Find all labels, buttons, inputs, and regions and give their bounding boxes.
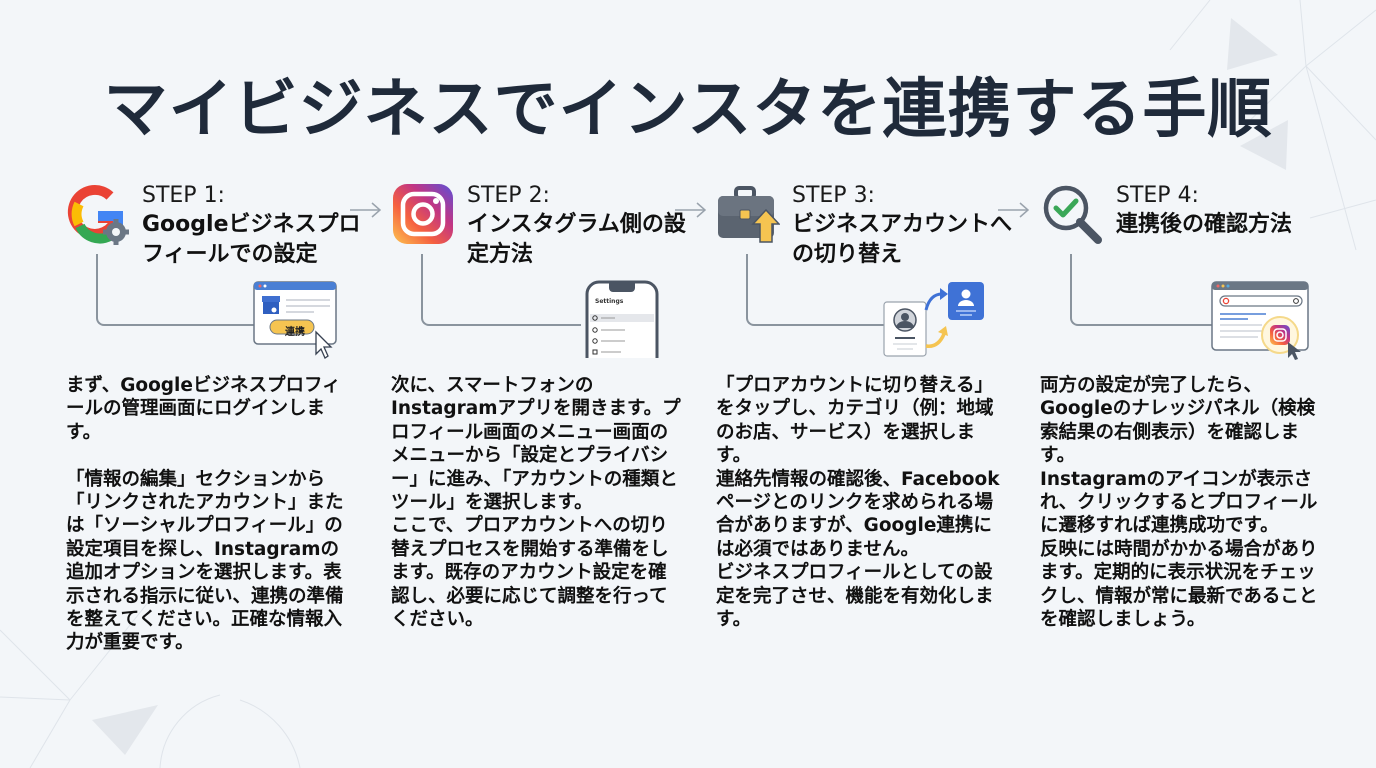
- profile-switch-illustration: [883, 282, 984, 357]
- link-button-label: 連携: [285, 327, 305, 338]
- phone-settings-illustration: [585, 280, 659, 358]
- step-1: STEP 1: Googleビジネスプロフィールでの設定 連携 まず、Googl…: [66, 178, 366, 758]
- step-description: 次に、スマートフォンのInstagramアプリを開きます。プロフィール画面のメニ…: [391, 375, 681, 631]
- step-heading: Googleビジネスプロフィールでの設定: [142, 212, 361, 267]
- page-title: マイビジネスでインスタを連携する手順: [103, 73, 1273, 147]
- arrow-right-icon: [350, 202, 382, 218]
- instagram-icon: [393, 184, 453, 244]
- step-label: STEP 1:: [142, 183, 225, 208]
- connector-line: [746, 254, 886, 326]
- step-label: STEP 4:: [1116, 183, 1199, 208]
- briefcase-upgrade-icon: [718, 186, 780, 243]
- browser-window-illustration: [253, 281, 337, 359]
- connector-line: [421, 254, 581, 326]
- connector-line: [1070, 254, 1230, 326]
- arrow-right-icon: [675, 202, 707, 218]
- step-heading: 連携後の確認方法: [1116, 212, 1293, 237]
- step-label: STEP 2:: [467, 183, 550, 208]
- step-description: まず、Googleビジネスプロフィールの管理画面にログインします。 「情報の編集…: [66, 375, 344, 654]
- step-3: STEP 3: ビジネスアカウントへの切り替え 「プロアカウントに切り替える」を…: [716, 178, 1016, 758]
- step-label: STEP 3:: [792, 183, 875, 208]
- step-2: STEP 2: インスタグラム側の設定方法 Settings 次に、スマートフォ…: [391, 178, 691, 758]
- arrow-right-icon: [998, 202, 1030, 218]
- step-description: 両方の設定が完了したら、Googleのナレッジパネル（検検索結果の右側表示）を確…: [1040, 375, 1318, 631]
- step-4: STEP 4: 連携後の確認方法 両方の設定が完了したら、Googleのナレッジ…: [1040, 178, 1340, 758]
- connector-line: [96, 254, 256, 326]
- search-results-illustration: [1211, 281, 1309, 360]
- phone-screen-title: Settings: [595, 298, 624, 305]
- step-heading: ビジネスアカウントへの切り替え: [792, 212, 1013, 267]
- magnifier-check-icon: [1043, 185, 1102, 244]
- step-description: 「プロアカウントに切り替える」をタップし、カテゴリ（例：地域のお店、サービス）を…: [716, 375, 1000, 631]
- google-gear-icon: [67, 185, 129, 245]
- step-heading: インスタグラム側の設定方法: [467, 212, 686, 267]
